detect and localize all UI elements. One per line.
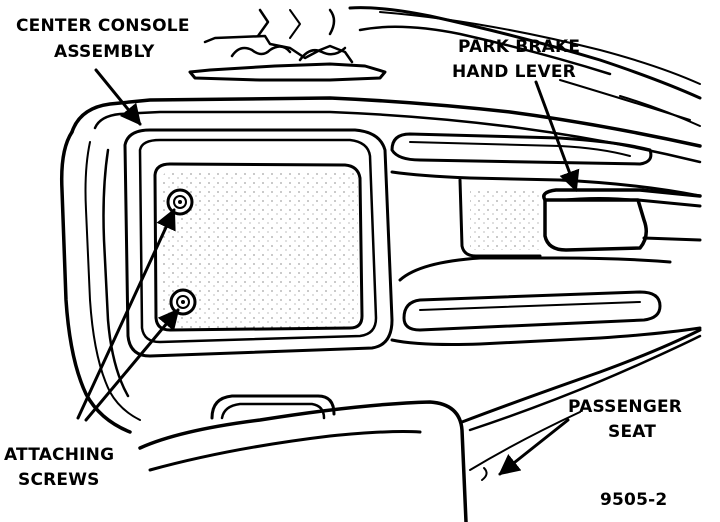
center-console-label-line1: CENTER CONSOLE: [16, 16, 190, 36]
cup-holder: [210, 394, 336, 420]
park-brake-lever: [542, 188, 702, 252]
dashboard-outline: [188, 6, 702, 127]
center-console-body: [59, 96, 702, 434]
callout-leaders: [76, 68, 580, 476]
attaching-screws-label-line2: SCREWS: [18, 470, 100, 490]
lower-screw-icon: [169, 288, 197, 316]
park-brake-label-line1: PARK BRAKE: [458, 37, 580, 57]
passenger-seat-label-line1: PASSENGER: [568, 397, 682, 417]
storage-tray: [123, 128, 394, 358]
attaching-screws-label-line1: ATTACHING: [4, 445, 114, 465]
passenger-seat: [138, 328, 702, 522]
figure-number: 9505-2: [600, 490, 667, 510]
upper-screw-icon: [166, 188, 194, 216]
center-console-label-line2: ASSEMBLY: [54, 42, 155, 62]
park-brake-channel: [390, 132, 702, 346]
passenger-seat-label-line2: SEAT: [608, 422, 656, 442]
park-brake-label-line2: HAND LEVER: [452, 62, 576, 82]
